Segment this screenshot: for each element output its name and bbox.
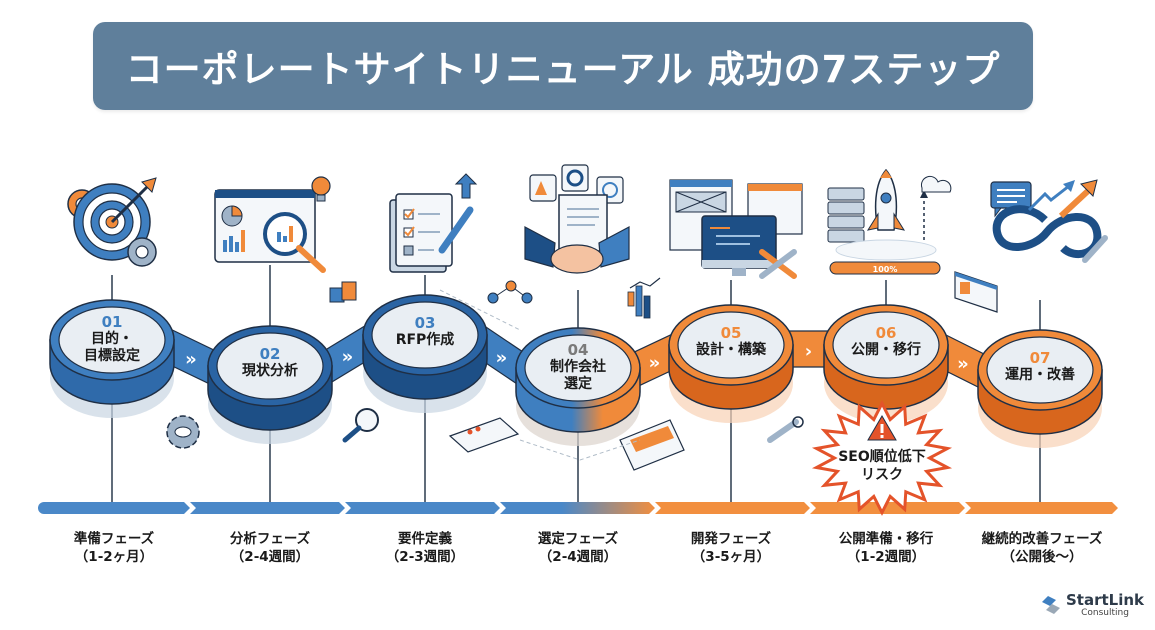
warning-icon [867, 415, 897, 441]
timeline-segment [655, 502, 810, 514]
disc-face [524, 334, 632, 402]
timeline-segment [345, 502, 500, 514]
disc-face [216, 332, 324, 400]
checklist-document-pen-icon [389, 173, 478, 273]
timeline-segment [810, 502, 965, 514]
step-disc-06 [823, 304, 949, 423]
infinity-growth-icon [990, 179, 1108, 263]
logo-sub: Consulting [1081, 607, 1129, 618]
network-nodes-icon [487, 280, 533, 304]
phase-name: 要件定義 [398, 531, 452, 547]
chevron-right-icon: » [957, 354, 969, 375]
phase-label: 開発フェーズ （3-5ヶ月） [651, 530, 811, 566]
phase-name: 選定フェーズ [537, 531, 619, 547]
disc-face [986, 336, 1094, 404]
wrench-icon [767, 416, 804, 443]
web-page-card-icon [619, 419, 685, 471]
phase-duration: （1-2ヶ月） [74, 549, 154, 565]
phase-duration: （2-4週間） [230, 549, 310, 565]
phase-timeline [38, 502, 1118, 514]
phase-duration: （2-3週間） [385, 549, 465, 565]
blocks-icon [329, 281, 357, 303]
chevron-right-icon: » [185, 349, 197, 370]
logo-name: StartLink [1066, 590, 1145, 609]
phase-label: 要件定義 （2-3週間） [345, 530, 505, 566]
phase-label: 継続的改善フェーズ （公開後〜） [962, 530, 1122, 566]
disc-face [832, 311, 940, 379]
magnifier-icon [342, 408, 379, 443]
handshake-contract-icon [524, 164, 630, 274]
chat-card-icon [954, 271, 998, 313]
rocket-launch-icon [827, 168, 952, 275]
timeline-segment [38, 502, 190, 514]
step-disc-07 [977, 329, 1103, 448]
step-disc-02 [207, 325, 333, 444]
step-disc-05 [668, 304, 794, 423]
target-gear-icon [67, 177, 157, 267]
company-logo: StartLink Consulting [1040, 590, 1144, 620]
phase-name: 分析フェーズ [229, 531, 311, 547]
risk-callout: SEO順位低下 リスク [812, 448, 952, 484]
timeline-segment [965, 502, 1118, 514]
phase-name: 開発フェーズ [690, 531, 772, 547]
phase-label: 公開準備・移行 （1-2週間） [806, 530, 966, 566]
risk-line2: リスク [861, 467, 903, 483]
risk-line1: SEO順位低下 [838, 449, 926, 465]
phase-name: 準備フェーズ [73, 531, 155, 547]
step-connectors: » » » » › » [163, 319, 989, 393]
chevron-right-icon: » [342, 347, 354, 368]
step-disc-04 [515, 327, 641, 446]
phase-label: 分析フェーズ （2-4週間） [190, 530, 350, 566]
phase-duration: （公開後〜） [1001, 549, 1083, 565]
step-discs [49, 294, 1103, 448]
phase-duration: （2-4週間） [538, 549, 618, 565]
monitor-code-tools-icon [669, 179, 803, 279]
phase-duration: （1-2週間） [846, 549, 926, 565]
phase-name: 公開準備・移行 [838, 531, 934, 547]
page-title: コーポレートサイトリニューアル 成功の7ステップ [125, 48, 1001, 91]
gear-icon [166, 415, 200, 449]
phase-name: 継続的改善フェーズ [981, 531, 1103, 547]
analytics-magnifier-icon [214, 176, 331, 273]
chevron-right-icon: » [649, 353, 661, 374]
startlink-logo-icon [1042, 590, 1060, 620]
timeline-segment [190, 502, 345, 514]
launch-progress-label: 100% [873, 265, 898, 274]
phase-duration: （3-5ヶ月） [691, 549, 771, 565]
step-disc-01 [49, 299, 175, 418]
disc-face [58, 306, 166, 374]
timeline-segment [500, 502, 655, 514]
chevron-right-icon: » [496, 348, 508, 369]
risk-burst [811, 400, 953, 516]
chevron-right-icon: › [805, 341, 812, 362]
phase-label: 選定フェーズ （2-4週間） [498, 530, 658, 566]
checklist-card-icon [448, 417, 520, 453]
disc-face [371, 301, 479, 369]
title-banner: コーポレートサイトリニューアル 成功の7ステップ [93, 22, 1033, 110]
phase-label: 準備フェーズ （1-2ヶ月） [34, 530, 194, 566]
step-disc-03 [362, 294, 488, 413]
bar-chart-icon [627, 277, 661, 319]
disc-face [677, 311, 785, 379]
